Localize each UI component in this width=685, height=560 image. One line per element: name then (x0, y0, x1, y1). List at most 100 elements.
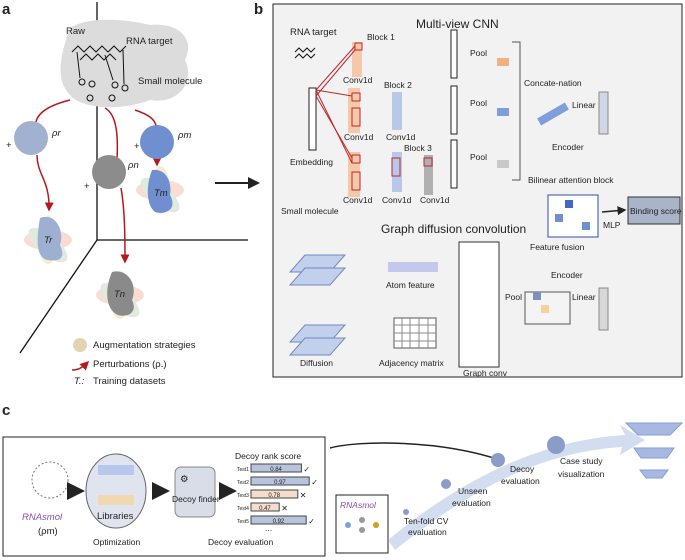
pooled-feature (497, 58, 509, 66)
perturbation-arrows (35, 99, 162, 264)
atom-feature-block (388, 262, 438, 272)
score-value: 0.78 (268, 493, 280, 499)
graph-conv-layer (458, 241, 500, 368)
linear-label: Linear (572, 100, 596, 110)
score-bar (250, 463, 302, 473)
bilinear-label: Bilinear attention block (528, 175, 614, 185)
legend-augmentation: Augmentation strategies (93, 340, 196, 351)
pooled-graph-matrix (524, 291, 571, 325)
score-bar (250, 476, 310, 486)
score-bar (250, 515, 307, 525)
check-icon: ✓ (303, 465, 310, 474)
stage-tenfold: Ten-fold CV (404, 516, 449, 526)
rho-n-label: ρn (127, 160, 139, 171)
stage-dot (547, 436, 565, 454)
encoder-label: Encoder (552, 142, 584, 152)
legend-training: Training datasets (93, 376, 166, 387)
check-icon: ✓ (311, 478, 318, 487)
legend-training-symbol: T.: (74, 376, 85, 387)
adjacency-label: Adjacency matrix (379, 358, 444, 368)
score-value: 0.84 (270, 467, 282, 473)
test-label: Test5 (237, 519, 249, 525)
perturbation-legend-icon (71, 360, 90, 371)
stage-dot (403, 509, 409, 515)
rnasmol-label: RNAsmol (22, 512, 63, 523)
feature-fusion-label: Feature fusion (530, 242, 585, 252)
panel-b: b Multi-view CNN RNA target Embedding Bl… (254, 1, 683, 378)
panel-label-c: c (2, 402, 10, 419)
pool-label-graph: Pool (505, 292, 522, 302)
panel-label-b: b (254, 1, 263, 18)
mlp-label: MLP (603, 220, 621, 230)
linear-label-graph: Linear (572, 292, 596, 302)
stage-unseen: Unseen (458, 486, 488, 496)
t-r-shape (37, 216, 63, 261)
pool-label: Pool (470, 152, 487, 162)
decoy-finder-label: Decoy finder (172, 494, 220, 504)
conv1d-label: Conv1d (343, 75, 373, 85)
plus-m: + (134, 141, 140, 152)
raw-data-blob (60, 19, 189, 108)
score-bar (250, 489, 299, 499)
score-value: 0.97 (274, 480, 286, 486)
diffusion-label: Diffusion (300, 358, 333, 368)
rho-m-label-c: (ρm) (38, 526, 58, 537)
encoder-label-graph: Encoder (551, 270, 583, 280)
block3-label: Block 3 (404, 143, 432, 153)
plus-r: + (6, 140, 12, 151)
score-value: 0.47 (259, 506, 271, 512)
mlp-arrow (601, 206, 627, 216)
adjacency-matrix (393, 317, 437, 349)
rna-target-label: RNA target (126, 36, 173, 47)
block1-label: Block 1 (367, 32, 395, 42)
stage-unseen-2: evaluation (452, 498, 491, 508)
panel-label-a: a (2, 1, 11, 18)
molecule-icons (76, 49, 129, 102)
stage-case-2: visualization (558, 469, 605, 479)
small-molecule-label: Small molecule (138, 76, 202, 87)
t-n-shape (107, 271, 134, 316)
linear-vector (598, 91, 609, 135)
gear-icon: ⚙ (180, 474, 189, 485)
t-r-label: Tr (44, 235, 53, 246)
decoy-finder-cylinder (174, 466, 216, 518)
pooled-vectors (450, 29, 458, 189)
legend-perturbations: Perturbations (ρ.) (93, 359, 167, 370)
rho-r-circle (14, 121, 48, 155)
library-tray (98, 465, 134, 475)
rnasmol-model-box (335, 494, 389, 554)
rnasmol-model-label: RNAsmol (340, 500, 377, 510)
diffusion-planes (288, 254, 347, 356)
t-m-label: Tm (154, 188, 168, 199)
stage-decoy-2: evaluation (501, 476, 540, 486)
progress-arrow (388, 425, 645, 550)
score-bar (250, 502, 280, 512)
cross-icon: ✕ (300, 491, 307, 500)
linear-vector-graph (598, 287, 609, 331)
conv-connections (315, 42, 433, 191)
pooled-feature (497, 108, 509, 116)
rho-r-label: ρr (51, 128, 61, 139)
rho-m-label: ρm (177, 130, 191, 141)
conv1d-label: Conv1d (344, 132, 374, 142)
funnel-icon (624, 422, 684, 479)
score-value: 0.92 (273, 519, 285, 525)
small-molecule-label-b: Small molecule (281, 206, 339, 216)
rna-icon (294, 47, 316, 59)
stage-dot (441, 479, 451, 489)
decoy-rank-score-title: Decoy rank score (235, 451, 301, 461)
feedback-arrow (329, 442, 501, 461)
panel-c: c RNAsmol (ρm) Libraries Optimization ⚙ … (2, 402, 684, 557)
rna-network-icon (31, 461, 69, 499)
stage-tenfold-2: evaluation (408, 527, 447, 537)
stage-case: Case study (560, 456, 603, 466)
rna-strand-icon (71, 45, 127, 61)
test-label: Test2 (237, 480, 249, 486)
cross-icon: ✕ (281, 504, 288, 513)
block2-label: Block 2 (384, 80, 412, 90)
decoy-evaluation-label: Decoy evaluation (208, 537, 273, 547)
pooled-feature (497, 160, 509, 168)
